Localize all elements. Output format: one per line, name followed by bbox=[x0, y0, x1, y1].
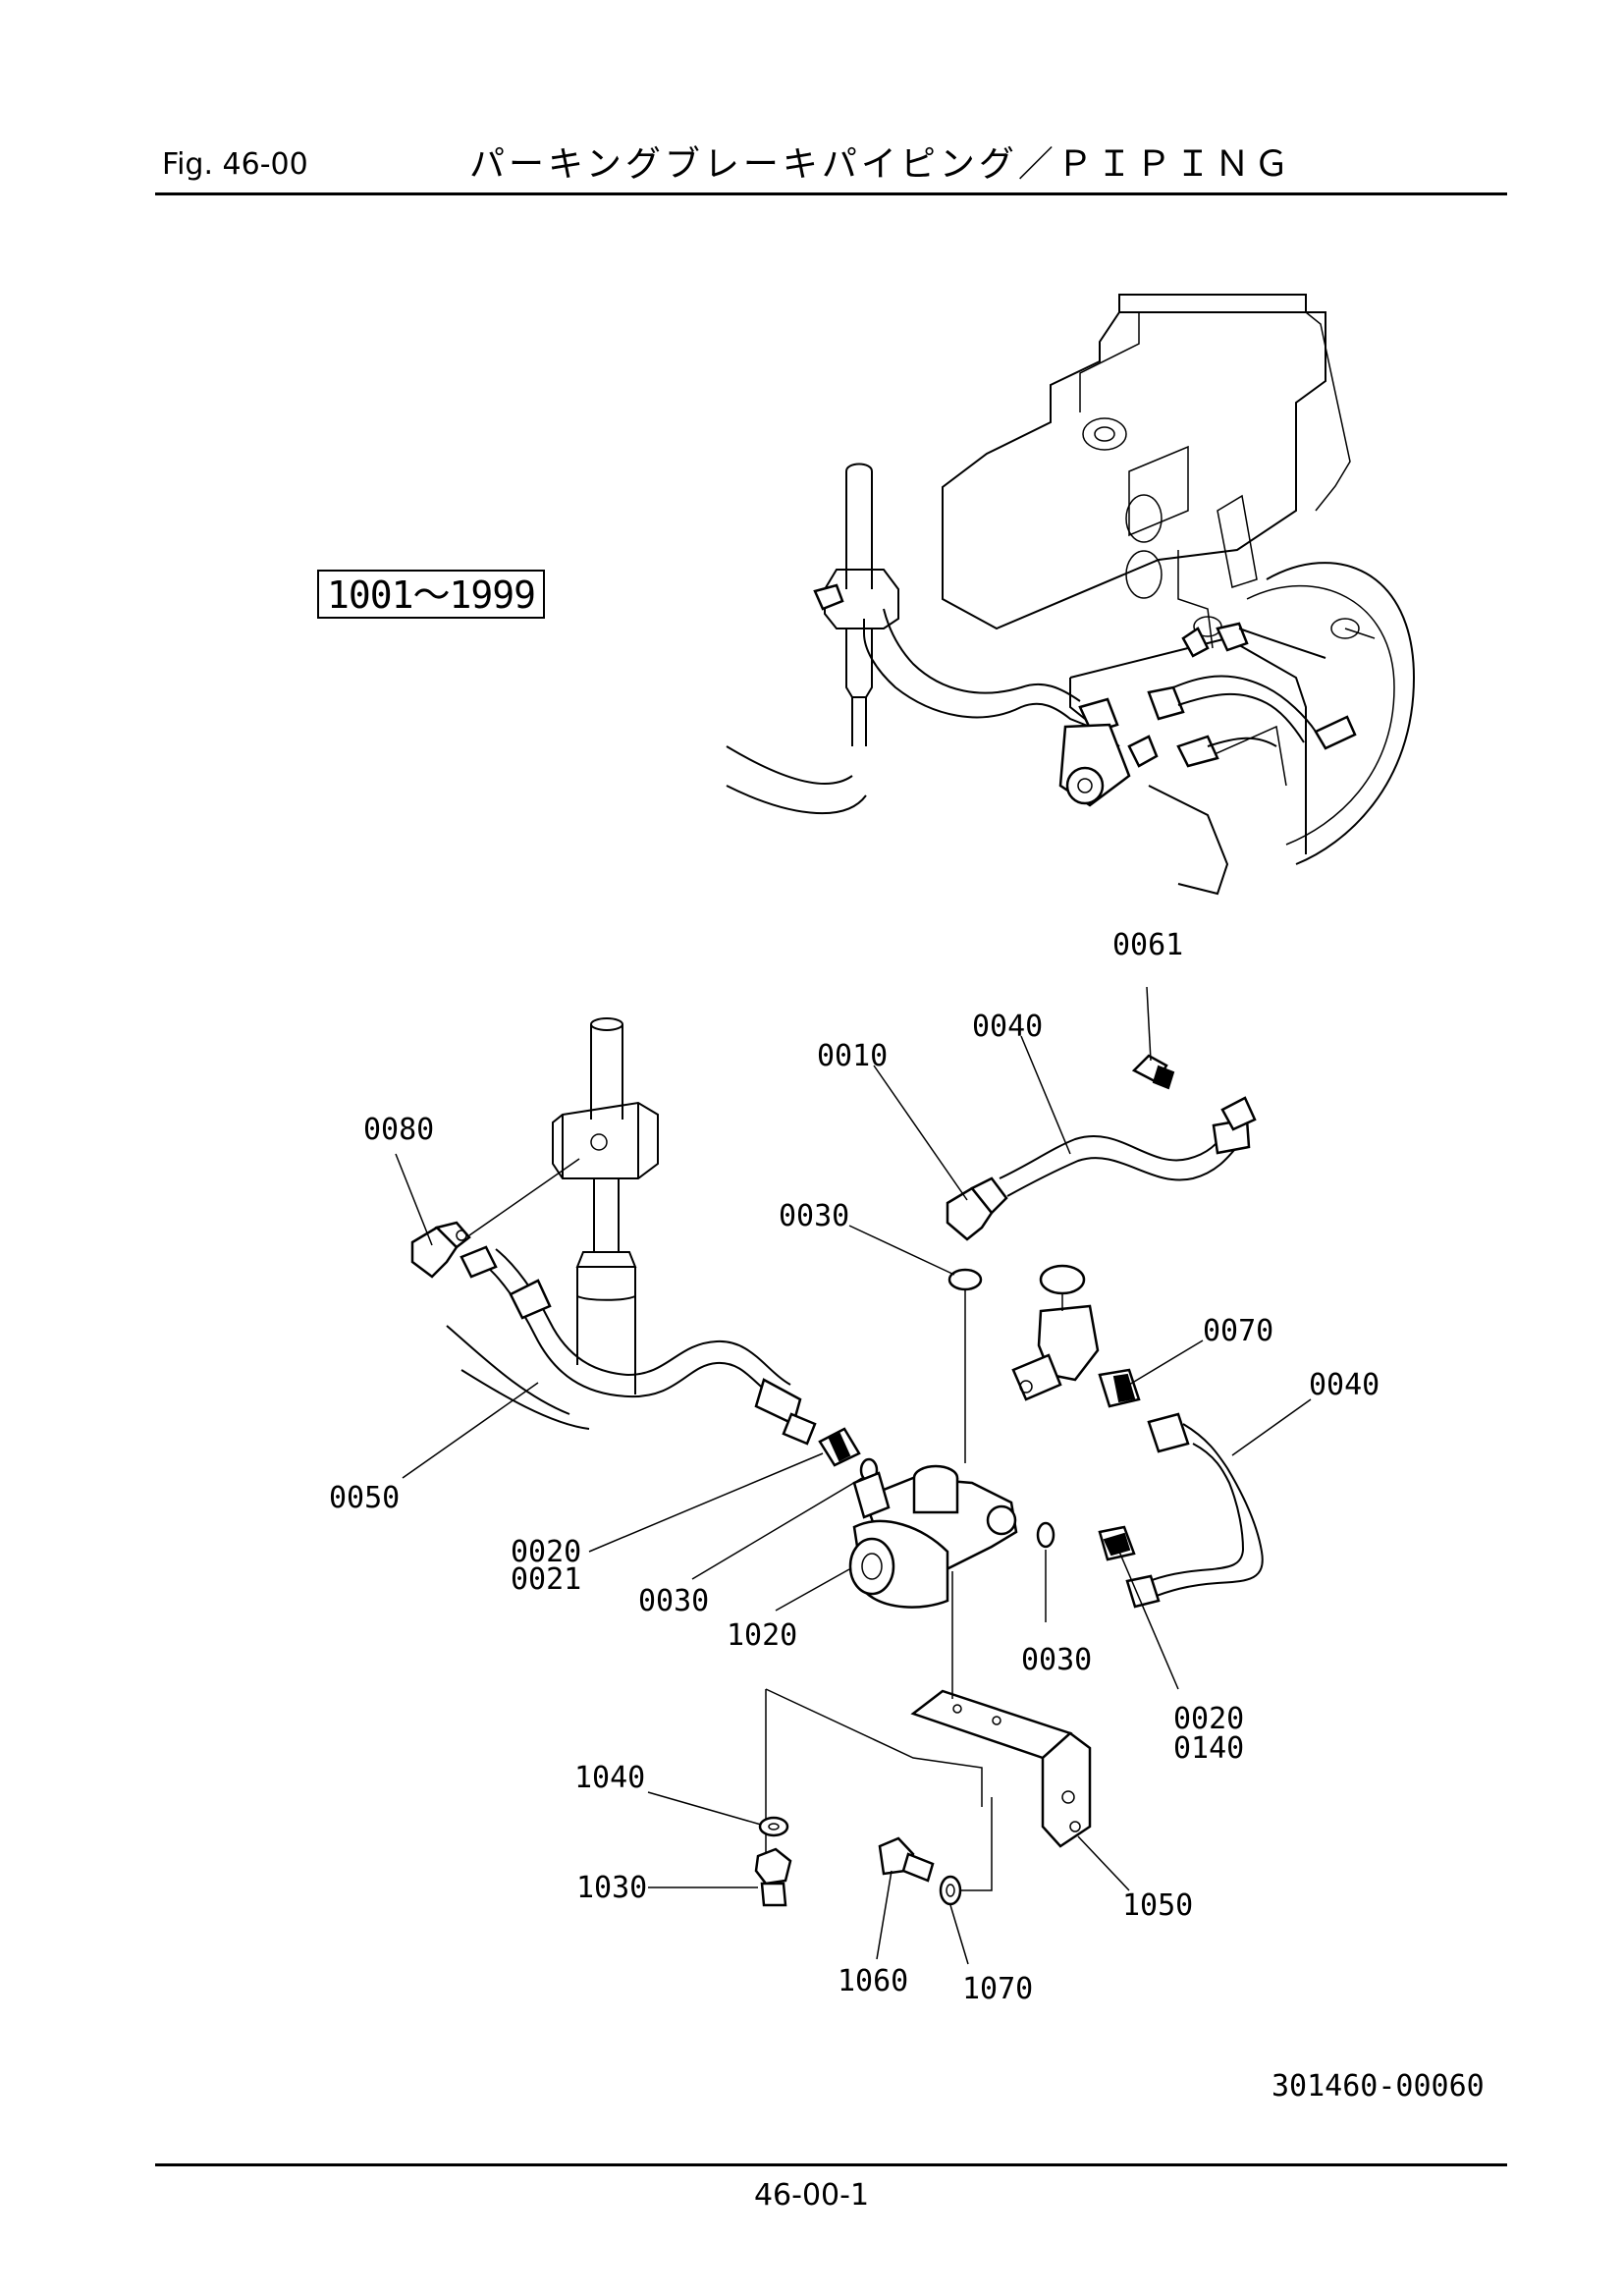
hose-0040-upper bbox=[946, 1054, 1257, 1241]
leader-lines bbox=[395, 986, 1312, 1965]
page-title: パーキングブレーキパイピング／ＰＩＰＩＮＧ bbox=[469, 144, 1293, 185]
callout-1030: 1030 bbox=[576, 1871, 647, 1905]
figure-label: Fig. 46-00 bbox=[162, 147, 308, 182]
elbow-fitting-0070 bbox=[1011, 1264, 1141, 1408]
solenoid-valve-1020 bbox=[848, 1464, 1018, 1609]
callout-0020-left: 0020 bbox=[511, 1535, 581, 1569]
callout-0030-right: 0030 bbox=[1021, 1643, 1092, 1677]
washer-1040 bbox=[758, 1816, 789, 1837]
callout-1060: 1060 bbox=[838, 1964, 908, 1998]
callout-0080: 0080 bbox=[363, 1113, 434, 1147]
callout-1050: 1050 bbox=[1122, 1888, 1193, 1923]
callout-labels: 0061 0040 0010 0080 0030 0070 0040 0050 … bbox=[329, 928, 1380, 2006]
header-rule bbox=[155, 192, 1507, 195]
footer-rule bbox=[155, 2163, 1507, 2166]
drawing-number: 301460-00060 bbox=[1271, 2069, 1485, 2104]
exploded-view bbox=[410, 1017, 1264, 1907]
callout-1020: 1020 bbox=[727, 1618, 797, 1653]
callout-0010: 0010 bbox=[817, 1039, 888, 1073]
callout-0021: 0021 bbox=[511, 1562, 581, 1597]
callout-0061: 0061 bbox=[1112, 928, 1183, 962]
installed-view-illustration bbox=[726, 294, 1416, 896]
bolt-1030 bbox=[754, 1847, 792, 1907]
callout-0020-right: 0020 bbox=[1173, 1702, 1244, 1736]
callout-0050: 0050 bbox=[329, 1481, 400, 1515]
elbow-fitting-0080 bbox=[410, 1158, 580, 1279]
hose-0040-right bbox=[1036, 1412, 1264, 1609]
callout-1040: 1040 bbox=[574, 1761, 645, 1795]
callout-0030-left: 0030 bbox=[638, 1584, 709, 1618]
page-number: 46-00-1 bbox=[753, 2178, 870, 2213]
washer-1070 bbox=[939, 1875, 962, 1906]
bolt-1060 bbox=[878, 1836, 935, 1883]
bracket-1050 bbox=[765, 1571, 1092, 1891]
callout-0140: 0140 bbox=[1173, 1731, 1244, 1766]
callout-0040-upper: 0040 bbox=[972, 1010, 1043, 1044]
cylinder-rod bbox=[552, 1017, 659, 1394]
serial-range-box: 1001～1999 bbox=[317, 570, 546, 619]
callout-0070: 0070 bbox=[1203, 1314, 1273, 1348]
callout-1070: 1070 bbox=[962, 1972, 1033, 2006]
hose-0050 bbox=[446, 1245, 817, 1446]
callout-0030-top: 0030 bbox=[779, 1199, 849, 1233]
adapter-0020-0021 bbox=[818, 1427, 879, 1483]
callout-0040-right: 0040 bbox=[1309, 1368, 1380, 1402]
o-ring-0030-top bbox=[947, 1268, 983, 1291]
